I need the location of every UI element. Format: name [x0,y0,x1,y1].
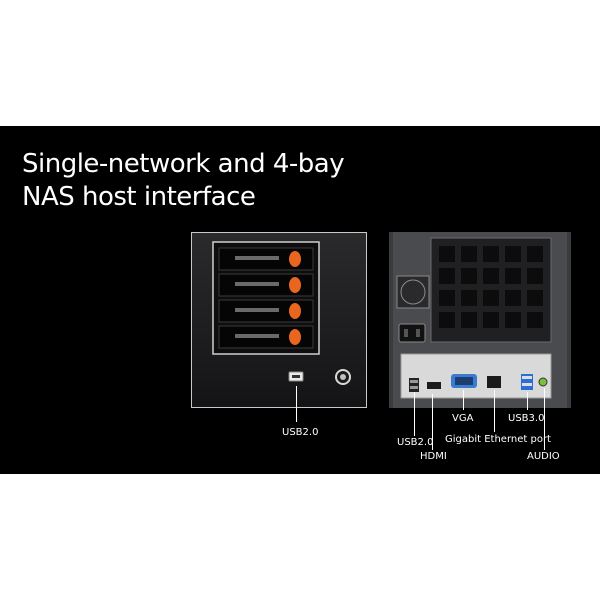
audio-jack [538,377,548,387]
ethernet-port [487,376,501,388]
drive-tray-3 [218,299,314,323]
front-usb-leader [296,386,297,422]
drive-tray-4 [218,325,314,349]
rear-usb-leader [414,392,415,436]
audio-label: AUDIO [527,451,560,462]
drive-tray-2 [218,273,314,297]
tray-latch-4 [289,329,301,345]
tray-latch-2 [289,277,301,293]
psu-fan [396,275,430,309]
tray-latch-1 [289,251,301,267]
ethernet-leader [494,390,495,432]
page-title: Single-network and 4-bay NAS host interf… [22,148,345,214]
front-usb-label: USB2.0 [282,427,319,438]
hdmi-leader [432,394,433,450]
drive-tray-1 [218,247,314,271]
hdmi-port [427,382,441,389]
usb3-leader [527,392,528,410]
product-banner: Single-network and 4-bay NAS host interf… [0,126,600,474]
tray-latch-3 [289,303,301,319]
vga-leader [463,390,464,410]
ethernet-label: Gigabit Ethernet port [445,434,551,445]
front-panel-image [191,232,367,408]
rear-usb-label: USB2.0 [397,437,434,448]
rear-usb2-ports [409,378,419,392]
vga-label: VGA [452,413,474,424]
usb3-label: USB3.0 [508,413,545,424]
power-inlet [398,323,426,343]
title-line-1: Single-network and 4-bay [22,149,345,179]
title-line-2: NAS host interface [22,182,256,212]
hdmi-label: HDMI [420,451,447,462]
audio-leader [544,388,545,450]
rear-panel-image [389,232,571,408]
